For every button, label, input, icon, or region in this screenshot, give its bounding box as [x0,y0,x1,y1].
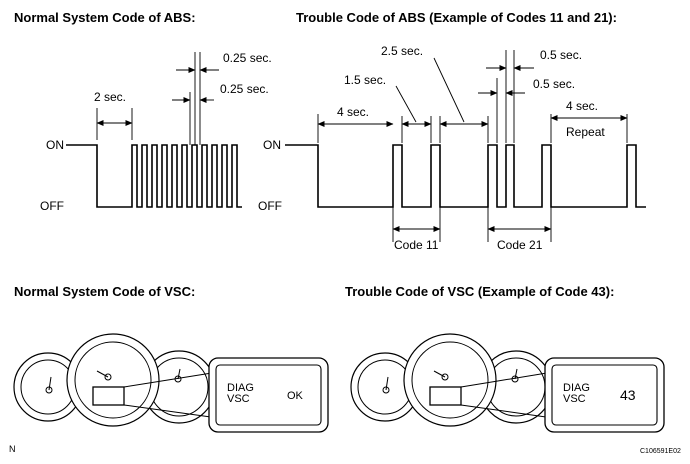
label-025sec-top: 0.25 sec. [223,51,272,65]
display-trouble-line2: VSC [563,393,586,405]
needle-hub-center-icon [104,373,112,381]
label-4sec-start: 4 sec. [337,105,369,119]
abs-trouble-on-label: ON [263,138,281,152]
abs-trouble-panel: Trouble Code of ABS (Example of Codes 11… [258,10,646,252]
vsc-normal-title: Normal System Code of VSC: [14,284,195,299]
vsc-normal-panel: Normal System Code of VSC: DIAG VSC OK [13,284,329,433]
display-normal-line1: DIAG [227,382,254,394]
dim-2p5sec: 2.5 sec. [381,44,489,143]
dim-1p5sec: 1.5 sec. [344,73,432,143]
abs-normal-panel: Normal System Code of ABS: ON OFF 2 sec.… [14,10,272,213]
dim-4sec-repeat: 4 sec. Repeat [550,99,628,143]
dim-4sec-start: 4 sec. [317,105,394,143]
vsc-trouble-title: Trouble Code of VSC (Example of Code 43)… [345,284,614,299]
display-normal-line2: VSC [227,393,250,405]
center-speedometer [403,333,497,427]
dim-0p5sec-bottom: 0.5 sec. [478,77,575,143]
center-speedometer [66,333,160,427]
multi-info-display-small [92,386,125,406]
multi-info-display-small [429,386,462,406]
label-code-21: Code 21 [497,238,543,252]
abs-normal-off-label: OFF [40,199,64,213]
display-normal-code: OK [287,390,304,402]
label-4sec-repeat: 4 sec. [566,99,598,113]
bracket-code-11: Code 11 [392,207,441,252]
label-0p5sec-bottom: 0.5 sec. [533,77,575,91]
display-trouble-code: 43 [620,387,636,403]
abs-normal-on-label: ON [46,138,64,152]
abs-normal-title: Normal System Code of ABS: [14,10,196,25]
dim-0p5sec-top: 0.5 sec. [486,48,582,143]
label-025sec-bottom: 0.25 sec. [220,82,269,96]
bracket-code-21: Code 21 [487,207,552,252]
needle-hub-center-icon [441,373,449,381]
label-2sec: 2 sec. [94,90,126,104]
figure-id: C106591E02 [640,448,681,455]
vsc-trouble-panel: Trouble Code of VSC (Example of Code 43)… [345,284,665,433]
abs-trouble-off-label: OFF [258,199,282,213]
label-repeat: Repeat [566,125,605,139]
display-zoom-normal: DIAG VSC OK [208,357,329,433]
display-trouble-line1: DIAG [563,382,590,394]
label-2p5sec: 2.5 sec. [381,44,423,58]
instrument-cluster-trouble [350,333,554,427]
label-0p5sec-top: 0.5 sec. [540,48,582,62]
display-zoom-trouble: DIAG VSC 43 [544,357,665,433]
abs-trouble-signal-waveform [285,144,646,208]
label-code-11: Code 11 [394,238,439,252]
dim-2sec: 2 sec. [94,90,133,140]
abs-normal-signal-waveform [66,144,242,208]
instrument-cluster-normal [13,333,219,427]
footer-mark: N [9,444,16,454]
abs-trouble-title: Trouble Code of ABS (Example of Codes 11… [296,10,617,25]
label-1p5sec: 1.5 sec. [344,73,386,87]
dim-025sec-bottom: 0.25 sec. [172,82,269,145]
